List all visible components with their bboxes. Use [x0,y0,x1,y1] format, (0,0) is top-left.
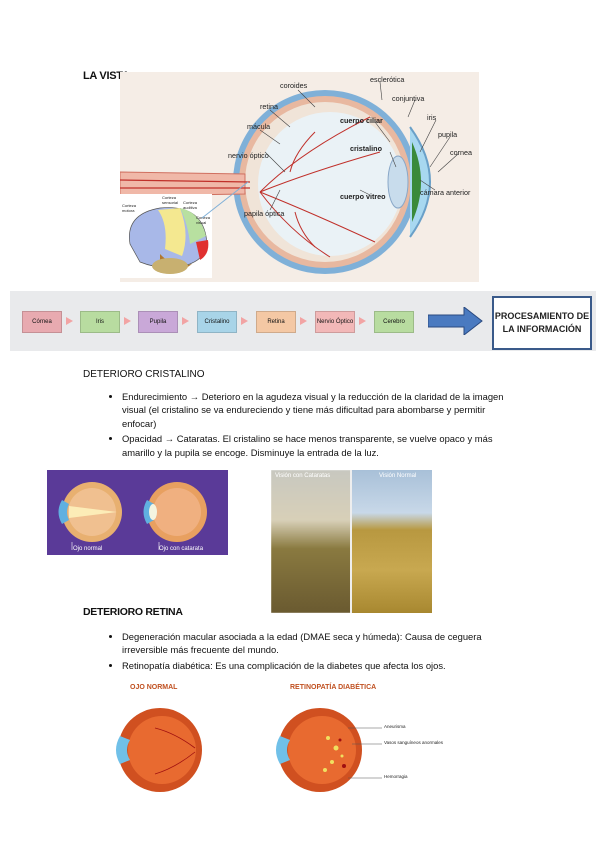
label-coroides: coroides [280,81,308,90]
cataract-eyes-illustration [58,482,207,550]
flow-step-cristalino: Cristalino [197,311,237,333]
flow-arrow [241,317,248,325]
panel-divider [350,470,352,613]
label-corteza-motora: Corteza motora [122,203,137,213]
caption-ojo-normal-retina: OJO NORMAL [130,684,178,691]
label-camara-anterior: cámara anterior [420,188,471,197]
label-papila-optica: papila óptica [244,209,285,218]
bullet-item: Retinopatía diabética: Es una complicaci… [122,659,510,672]
normal-vision-panel [351,470,432,613]
label-pupila: pupila [438,130,458,139]
retina-bullets: Degeneración macular asociada a la edad … [100,630,510,674]
blurred-vision-panel [271,470,351,613]
label-nervio-optico: nervio óptico [228,151,269,160]
brain-illustration [129,207,209,274]
label-cuerpo-ciliar: cuerpo ciliar [340,116,383,125]
label-hemorragia: Hemorragia [384,774,408,779]
retinopathy-illustration [116,708,382,792]
caption-ojo-catarata: Ojo con catarata [159,546,204,552]
flow-arrow [300,317,307,325]
label-iris: iris [427,113,437,122]
label-vasos-anormales: Vasos sanguíneos anormales [384,740,443,745]
big-arrow-icon [428,307,483,335]
processing-box: PROCESAMIENTO DE LA INFORMACIÓN [492,296,592,350]
caption-ojo-normal: Ojo normal [73,546,103,552]
eye-anatomy-illustration [119,81,459,274]
brain-diagram: Corteza motora Corteza sensorial Corteza… [120,194,212,278]
bullet-item: Endurecimiento → Deterioro en la agudeza… [122,390,510,430]
retinopathy-image: OJO NORMAL RETINOPATÍA DIABÉTICA Aneuris… [100,678,462,796]
label-conjuntiva: conjuntiva [392,94,425,103]
bullet-item: Degeneración macular asociada a la edad … [122,630,510,657]
flow-step-iris: Iris [80,311,120,333]
flow-step-cerebro: Cerebro [374,311,414,333]
vision-flow-diagram: Córnea Iris Pupila Cristalino Retina Ner… [10,291,596,351]
flow-step-pupila: Pupila [138,311,178,333]
flow-arrow [182,317,189,325]
flow-step-nervio-optico: Nervio Óptico [315,311,355,333]
bullet-item: Opacidad → Cataratas. El cristalino se h… [122,432,510,459]
flow-arrow [66,317,73,325]
cristalino-bullets: Endurecimiento → Deterioro en la agudeza… [100,390,510,461]
label-corteza-auditiva: Corteza auditiva [183,200,198,210]
label-esclerotica: esclerótica [370,75,405,84]
label-cornea: cornea [450,148,472,157]
label-corteza-sensorial: Corteza sensorial [162,195,179,205]
label-retina: retina [260,102,278,111]
caption-vision-normal: Visión Normal [379,473,417,479]
label-macula: mácula [247,122,271,131]
caption-vision-cataratas: Visión con Cataratas [275,473,331,479]
label-aneurisma: Aneurisma [384,724,406,729]
flow-step-retina: Retina [256,311,296,333]
section-title-retina: DETERIORO RETINA [83,606,183,618]
connector-line [201,181,249,219]
vision-comparison-image: Visión con Cataratas Visión Normal [271,470,432,613]
caption-retinopatia: RETINOPATÍA DIABÉTICA [290,684,377,691]
page-title: LA VISTA [83,70,130,82]
cataract-eyes-image: Ojo normal Ojo con catarata [47,470,228,555]
flow-step-cornea: Córnea [22,311,62,333]
section-title-cristalino: DETERIORO CRISTALINO [83,369,205,380]
flow-arrow [124,317,131,325]
flow-arrow [359,317,366,325]
label-cristalino: cristalino [350,144,382,153]
label-cuerpo-vitreo: cuerpo vitreo [340,192,386,201]
